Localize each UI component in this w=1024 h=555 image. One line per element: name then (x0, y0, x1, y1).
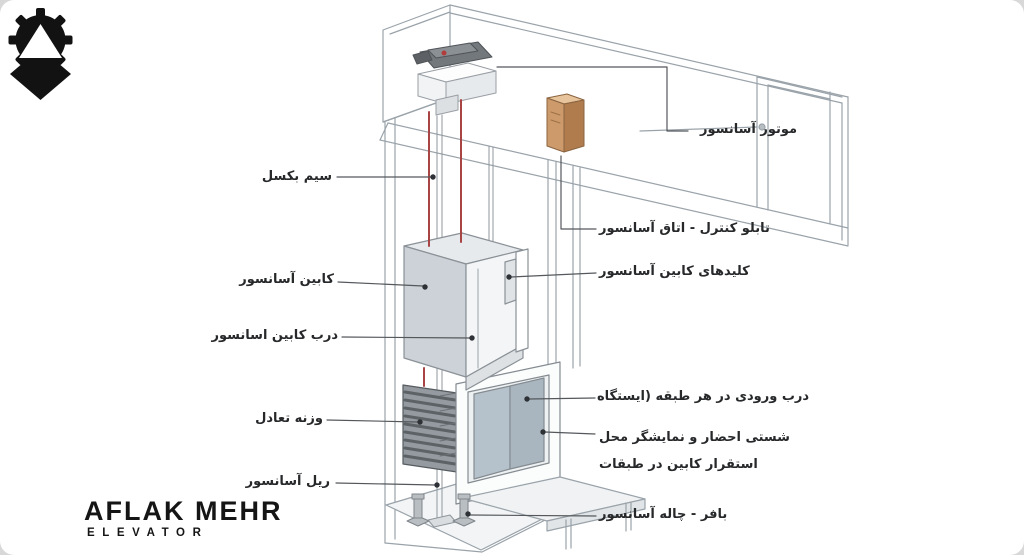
label-cabin-door: درب کابین اسانسور (211, 328, 338, 343)
landing-door (455, 361, 561, 505)
motor-red-mark (441, 50, 447, 56)
leader-motor (496, 66, 689, 132)
leader-control-panel (560, 155, 597, 230)
leader-rail (335, 482, 436, 486)
label-control-panel: تابلو کنترل - اتاق آسانسور (599, 221, 770, 236)
hoist-ropes (423, 99, 462, 387)
leader-entrance-door (528, 397, 596, 400)
buffer-center (452, 493, 476, 527)
shaft-walls (384, 117, 581, 544)
label-wire-rope: سیم بکسل (261, 169, 332, 184)
buffer-left (406, 493, 430, 527)
motor-assembly (412, 41, 497, 116)
logo-brand-text: AFLAK MEHR (84, 496, 283, 526)
logo-sub-text: ELEVATOR (87, 527, 209, 539)
leader-buffer (469, 514, 597, 517)
leader-cabin (337, 281, 424, 287)
cabin-cop-panel (504, 258, 517, 305)
leader-cabin-door (341, 336, 471, 339)
buffers (406, 493, 476, 527)
door-handle (758, 123, 766, 131)
cabin-box (403, 232, 529, 391)
label-motor: موتور آسانسور (700, 122, 798, 137)
cabin-door-column (515, 248, 529, 353)
counterweight-block (402, 384, 458, 473)
label-buffer: بافر - چاله آسانسور (599, 507, 728, 522)
label-cabin: کابین آسانسور (239, 272, 334, 287)
label-call-button: شستی احضار و نمایشگر محل استقرار کابین د… (599, 430, 790, 472)
leader-cabin-keys (510, 272, 597, 278)
machine-room (379, 4, 849, 247)
gear-icon (8, 8, 73, 100)
landing-sill (461, 476, 646, 550)
control-panel-box (546, 93, 585, 153)
leader-lines (326, 66, 689, 517)
leader-call-button (544, 431, 596, 435)
leader-counterweight (326, 419, 419, 423)
machine-room-doorway (639, 76, 843, 225)
label-entrance-door: درب ورودی در هر طبقه (ایستگاه (597, 389, 810, 404)
cabin-apron (465, 344, 524, 391)
label-counterweight: وزنه تعادل (255, 411, 323, 426)
label-cabin-keys: کلیدهای کابین آسانسور (599, 264, 750, 279)
rope-sheave (435, 94, 459, 116)
leader-dots (417, 174, 546, 517)
label-rail: ریل آسانسور (245, 474, 330, 489)
